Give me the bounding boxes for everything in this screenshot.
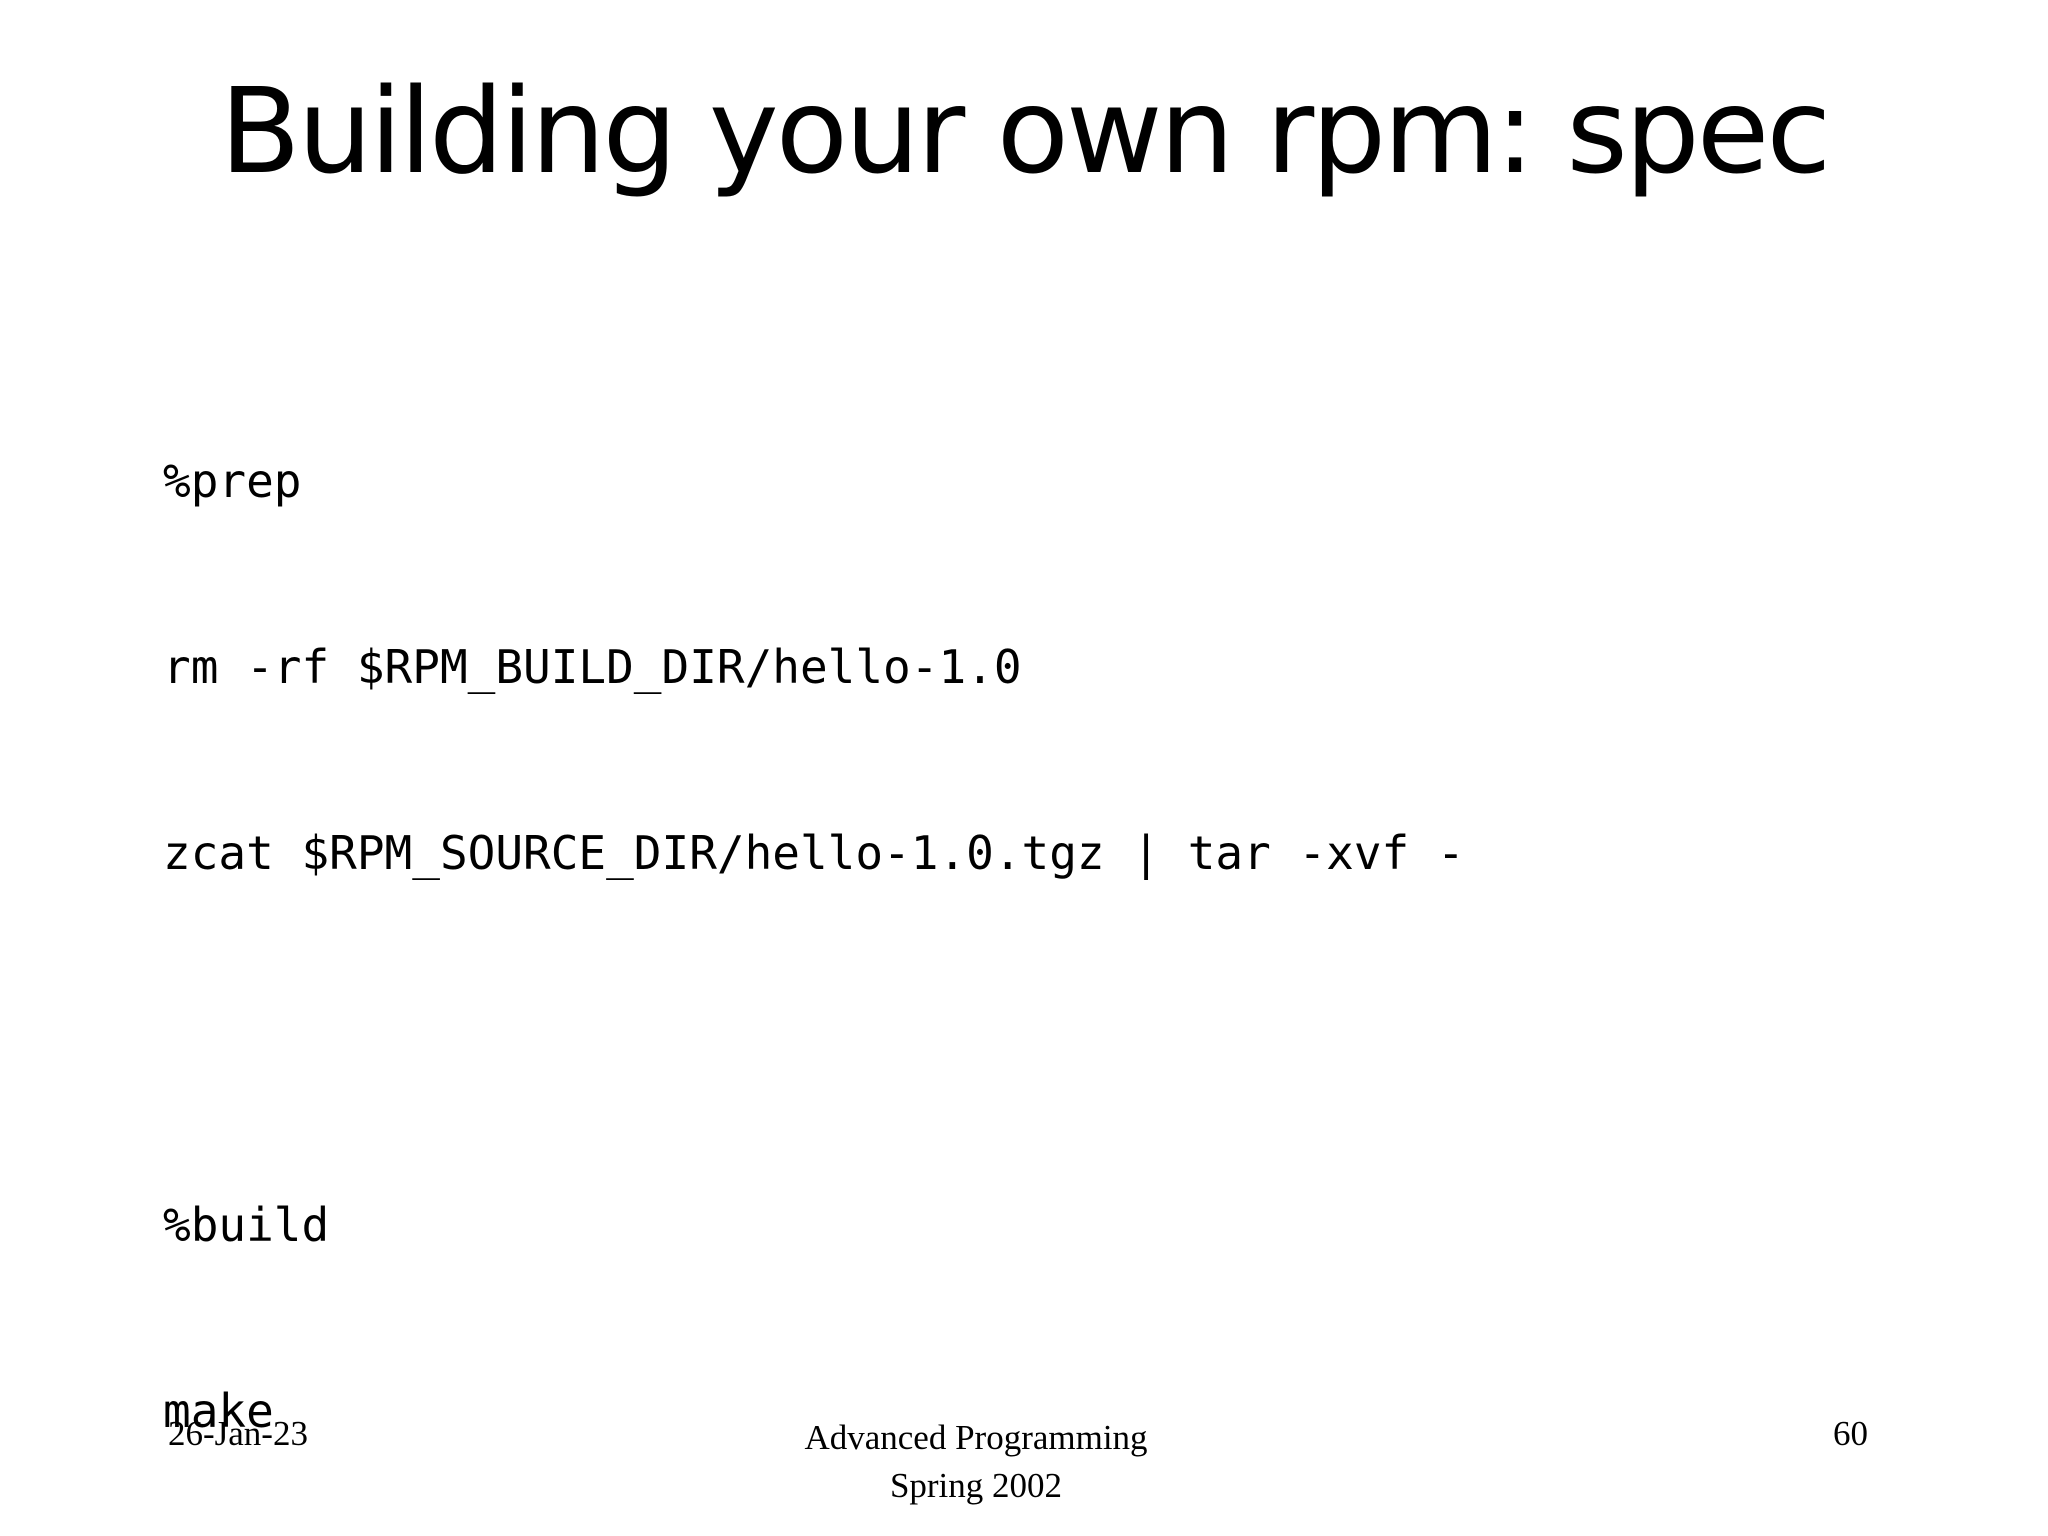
- footer-course-line1: Advanced Programming: [804, 1418, 1148, 1457]
- code-line: zcat $RPM_SOURCE_DIR/hello-1.0.tgz | tar…: [163, 826, 1465, 880]
- footer-date: 26-Jan-23: [168, 1414, 308, 1453]
- code-line: %build: [163, 1198, 330, 1252]
- code-line: %prep: [163, 454, 302, 508]
- footer-course-line2: Spring 2002: [889, 1466, 1063, 1505]
- footer-page-number: 60: [1833, 1414, 1868, 1453]
- code-line: rm -rf $RPM_BUILD_DIR/hello-1.0: [163, 640, 1022, 694]
- slide-title: Building your own rpm: spec: [219, 62, 1832, 200]
- slide-footer: 26-Jan-23 Advanced Programming Spring 20…: [0, 1408, 2048, 1536]
- code-line: [163, 1008, 1465, 1070]
- code-line: make: [163, 1384, 274, 1438]
- spec-code-block: %prep rm -rf $RPM_BUILD_DIR/hello-1.0 zc…: [163, 326, 1465, 1536]
- footer-course: Advanced Programming Spring 2002: [0, 1414, 1952, 1510]
